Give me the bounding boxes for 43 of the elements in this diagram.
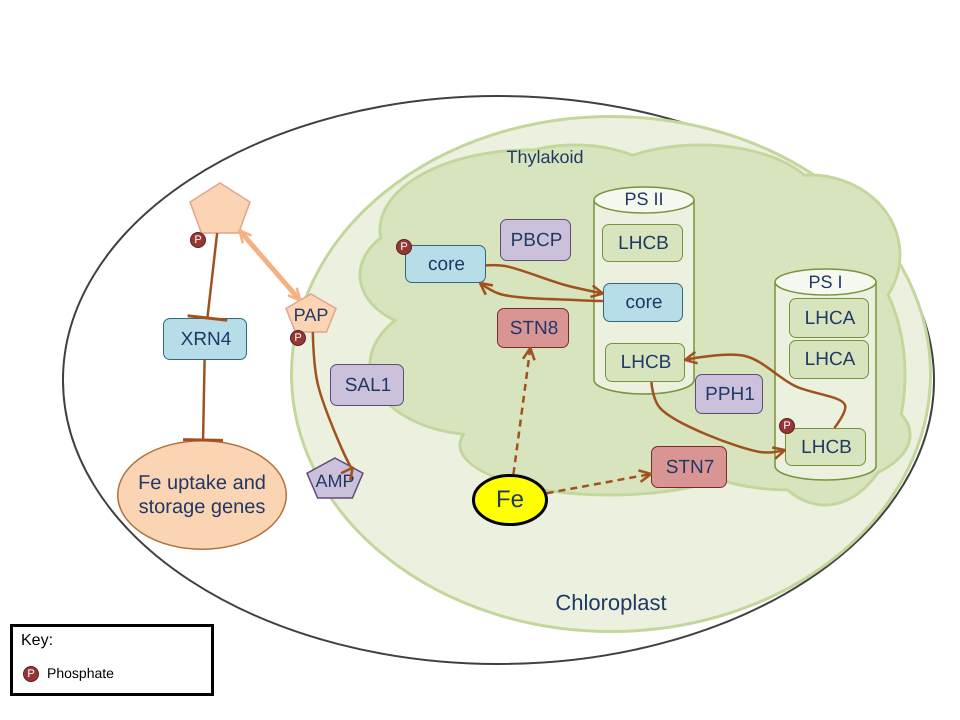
- protein-box: [330, 364, 404, 406]
- element-symbol: Fe: [496, 486, 524, 514]
- protein-name: LHCB: [801, 436, 852, 460]
- arrow: [650, 382, 786, 460]
- protein-box: [789, 298, 869, 338]
- protein-name: LHCA: [804, 308, 856, 330]
- protein-name: XRN4: [180, 328, 232, 352]
- protein-name: STN7: [666, 456, 714, 480]
- protein-name: LHCB: [618, 232, 669, 256]
- protein-name: core: [626, 292, 662, 315]
- protein-name: LHCB: [620, 352, 672, 375]
- protein-box: [603, 283, 683, 322]
- photosystem-name: PS I: [808, 272, 842, 294]
- protein-name: SAL1: [344, 374, 392, 398]
- compartment-label: Thylakoid: [506, 147, 584, 169]
- protein-name: core: [428, 254, 465, 276]
- dashed-arrow: [546, 469, 652, 494]
- legend-label: Phosphate: [47, 665, 114, 681]
- legend-title: Key:: [21, 632, 54, 650]
- protein-name: PPH1: [705, 384, 755, 406]
- protein-box: [500, 219, 571, 261]
- phosphate-badge: P: [23, 666, 39, 682]
- protein-box: [605, 343, 685, 382]
- protein-box: [651, 446, 727, 488]
- arrow: [238, 228, 302, 302]
- gene-label: Fe uptake and storage genes: [137, 471, 267, 519]
- protein-box: [695, 374, 763, 414]
- arrow: [684, 350, 846, 429]
- molecule-name: PAP: [294, 305, 328, 327]
- molecule-name: AMP: [315, 471, 354, 493]
- dashed-arrow: [512, 346, 536, 474]
- arrow: [486, 264, 604, 298]
- protein-box: [163, 318, 247, 360]
- protein-box: [789, 340, 869, 379]
- protein-box: [602, 224, 683, 262]
- photosystem-name: PS II: [624, 189, 664, 211]
- compartment-label: Chloroplast: [555, 590, 667, 616]
- arrow: [312, 332, 354, 482]
- protein-name: LHCA: [804, 349, 856, 372]
- protein-name: STN8: [510, 318, 558, 340]
- protein-name: PBCP: [510, 230, 562, 252]
- protein-box: [497, 308, 569, 348]
- arrow: [478, 282, 604, 302]
